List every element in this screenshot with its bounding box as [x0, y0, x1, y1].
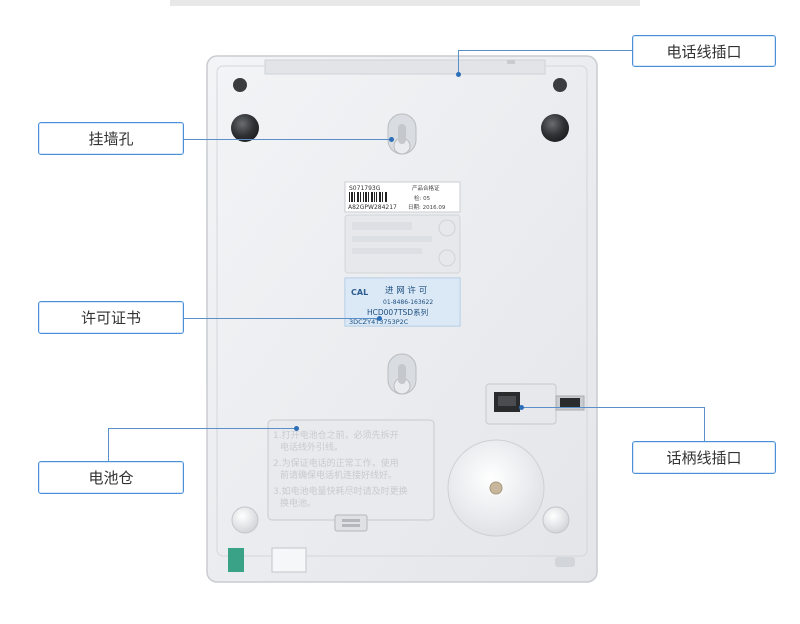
barcode-label	[344, 181, 461, 213]
line-handset-h	[521, 407, 704, 408]
line-phone-line-v	[458, 50, 459, 74]
bottom-slot	[555, 557, 575, 567]
line-wall-hole	[184, 139, 392, 140]
label-title: 产品合格证	[412, 184, 440, 192]
wall-mount-hole-bottom	[387, 353, 417, 395]
svg-text:2.为保证电话的正常工作，使用: 2.为保证电话的正常工作，使用	[273, 457, 399, 469]
line-handset-v	[704, 407, 705, 441]
foot-bottom-right	[542, 506, 570, 534]
dot-battery	[294, 426, 299, 431]
screw-top-right	[553, 78, 567, 92]
svg-text:换电池。: 换电池。	[280, 497, 316, 509]
callout-phone-line-port: 电话线插口	[632, 35, 776, 67]
dot-handset	[519, 405, 524, 410]
label-date: 日期: 2016.09	[408, 204, 446, 211]
foot-bottom-left	[231, 506, 259, 534]
label-inspector: 检: 05	[414, 194, 431, 202]
top-shadow	[170, 0, 640, 6]
speaker-center	[489, 481, 503, 495]
license-code: 3DCZY4T3753P2C	[349, 318, 409, 326]
callout-battery-compartment: 电池仓	[38, 461, 184, 494]
barcode-code: A82GPW284217	[348, 204, 397, 211]
rubber-foot-top-left	[231, 114, 259, 142]
wall-mount-hole-top	[387, 113, 417, 155]
line-phone-line-h	[598, 50, 632, 51]
battery-latch	[334, 514, 368, 532]
line-phone-line-d	[458, 50, 598, 51]
barcode-serial: S071793G	[349, 185, 381, 192]
dot-wall-hole	[389, 137, 394, 142]
line-license	[184, 318, 380, 319]
license-model: HCD007TSD系列	[367, 307, 428, 317]
barcode-stripes	[349, 192, 387, 202]
svg-text:前请确保电话机连接好线好。: 前请确保电话机连接好线好。	[280, 469, 397, 481]
license-title: 进 网 许 可	[385, 285, 428, 296]
dot-license	[377, 316, 382, 321]
license-logo: CAL	[351, 288, 368, 297]
svg-text:电话线外引线。: 电话线外引线。	[280, 441, 343, 453]
green-sticker	[228, 548, 244, 572]
svg-text:1.打开电池仓之前，必须先拆开: 1.打开电池仓之前，必须先拆开	[273, 429, 399, 441]
callout-license-certificate: 许可证书	[38, 301, 184, 334]
rubber-foot-top-right	[541, 114, 569, 142]
top-ridge	[264, 59, 546, 75]
screw-top-left	[233, 78, 247, 92]
line-battery-h	[108, 428, 296, 429]
line-battery-v	[108, 428, 109, 462]
callout-wall-mount-hole: 挂墙孔	[38, 122, 184, 155]
dot-phone-line	[456, 72, 461, 77]
svg-text:3.如电池电量快耗尽时请及时更换: 3.如电池电量快耗尽时请及时更换	[273, 485, 408, 497]
callout-handset-cord-port: 话柄线插口	[632, 441, 776, 474]
battery-instructions: 1.打开电池仓之前，必须先拆开 电话线外引线。 2.为保证电话的正常工作，使用 …	[273, 429, 408, 509]
bottom-tab	[271, 547, 307, 573]
license-number: 01-8486-163622	[383, 299, 433, 306]
